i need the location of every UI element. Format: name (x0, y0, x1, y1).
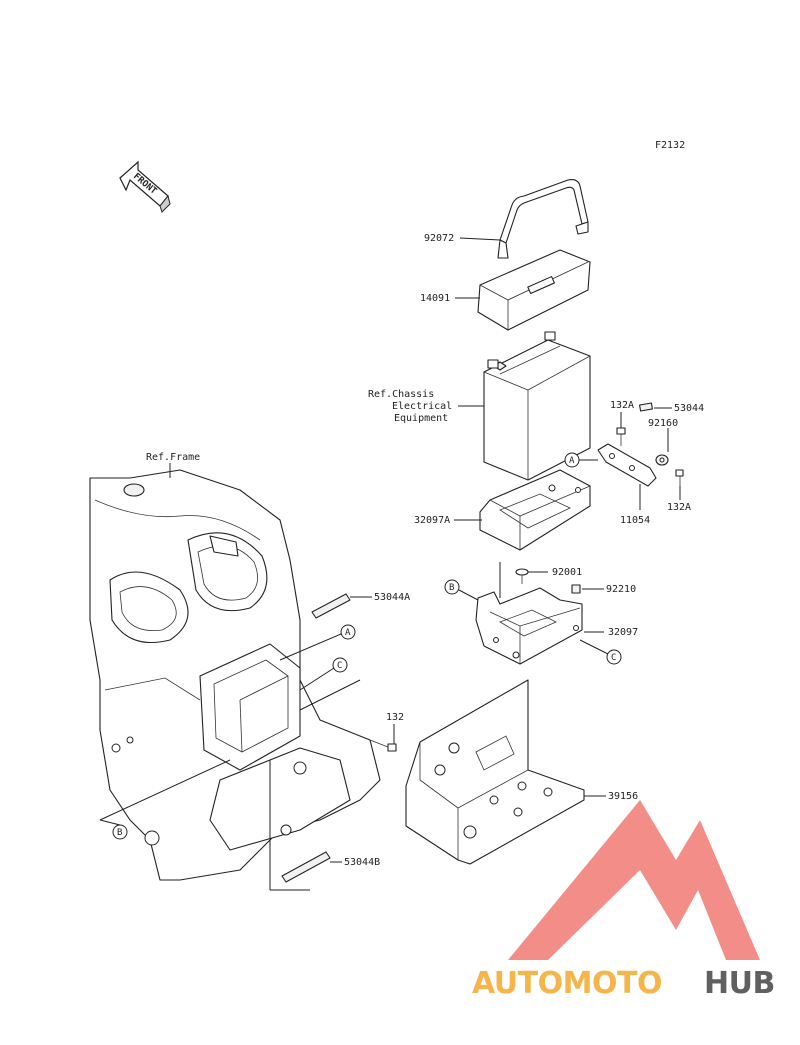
label-92210: 92210 (606, 584, 636, 595)
label-132: 132 (386, 712, 404, 723)
battery-case (479, 469, 591, 551)
callout-b-left: B (112, 824, 128, 840)
battery-cover (477, 249, 591, 331)
label-53044A: 53044A (374, 592, 410, 603)
callout-c-right: C (606, 649, 622, 665)
frame (89, 469, 381, 881)
svg-text:C: C (611, 653, 616, 663)
bracket-11054 (597, 443, 657, 487)
nut-92160 (655, 454, 669, 466)
label-11054: 11054 (620, 515, 650, 526)
screw-92001 (515, 568, 529, 584)
front-arrow-icon: FRONT (119, 160, 171, 213)
label-53044B: 53044B (344, 857, 380, 868)
label-132a-top: 132A (610, 400, 634, 411)
svg-text:B: B (449, 583, 454, 593)
svg-text:B: B (117, 828, 122, 838)
watermark-text-hub: HUB (704, 966, 775, 1001)
bolt-132a-right (675, 469, 684, 486)
rubber-53044b (281, 851, 331, 883)
label-132a-right: 132A (667, 502, 691, 513)
battery-strap (497, 179, 589, 259)
label-53044: 53044 (674, 403, 704, 414)
ref-frame-label: Ref.Frame (146, 452, 200, 463)
watermark-triangle-icon (508, 800, 760, 960)
watermark-text-main: AUTOMOTO (472, 966, 662, 1001)
ref-chassis-line3: Equipment (394, 413, 448, 424)
watermark-logo (508, 800, 760, 960)
label-14091: 14091 (420, 293, 450, 304)
rubber-53044 (639, 402, 653, 412)
label-32097: 32097 (608, 627, 638, 638)
bolt-132a-top (616, 427, 626, 446)
svg-text:C: C (337, 661, 342, 671)
case-bracket (475, 587, 583, 665)
rubber-53044a (311, 593, 351, 619)
callout-a-top: A (564, 452, 580, 468)
label-92001: 92001 (552, 567, 582, 578)
callout-a-left: A (340, 624, 356, 640)
bolt-132 (369, 739, 397, 752)
lower-cover (405, 679, 585, 865)
figure-code: F2132 (655, 140, 685, 151)
callout-b-right: B (444, 579, 460, 595)
label-92072: 92072 (424, 233, 454, 244)
ref-chassis-line2: Electrical (392, 401, 452, 412)
callout-c-left: C (332, 657, 348, 673)
label-39156: 39156 (608, 791, 638, 802)
svg-text:A: A (345, 628, 351, 638)
battery (483, 331, 591, 481)
svg-text:A: A (569, 456, 575, 466)
label-32097A: 32097A (414, 515, 450, 526)
label-92160: 92160 (648, 418, 678, 429)
clip-92210 (571, 584, 581, 594)
ref-chassis-line1: Ref.Chassis (368, 389, 434, 400)
